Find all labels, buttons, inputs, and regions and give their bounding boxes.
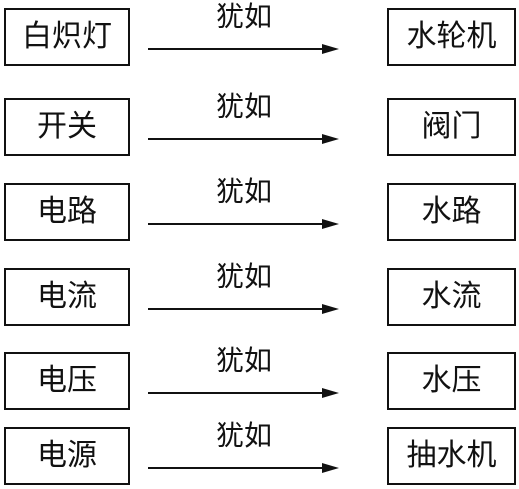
analogy-row-voltage: 电压 犹如 水压 (0, 347, 519, 414)
relation-label: 犹如 (215, 0, 272, 33)
target-box: 抽水机 (387, 427, 516, 485)
source-box: 电流 (4, 268, 130, 326)
target-label: 水流 (421, 279, 482, 314)
target-label: 水压 (421, 363, 482, 398)
target-box: 水流 (387, 268, 516, 326)
target-box: 水轮机 (387, 8, 516, 66)
target-label: 水轮机 (406, 19, 497, 54)
analogy-row-current: 电流 犹如 水流 (0, 263, 519, 330)
source-label: 开关 (37, 109, 97, 144)
right-arrow-icon (148, 388, 339, 398)
source-box: 电源 (4, 427, 130, 485)
analogy-row-circuit: 电路 犹如 水路 (0, 178, 519, 245)
source-box: 电压 (4, 352, 130, 410)
analogy-row-incandescent-lamp: 白炽灯 犹如 水轮机 (0, 3, 519, 70)
target-box: 水压 (387, 352, 516, 410)
source-label: 白炽灯 (22, 19, 112, 54)
source-label: 电流 (37, 279, 97, 314)
target-label: 水路 (421, 194, 482, 229)
target-label: 抽水机 (406, 438, 497, 473)
relation-label: 犹如 (215, 175, 272, 208)
analogy-row-switch: 开关 犹如 阀门 (0, 93, 519, 160)
right-arrow-icon (148, 134, 339, 144)
right-arrow-icon (148, 304, 339, 314)
analogy-row-power-source: 电源 犹如 抽水机 (0, 422, 519, 489)
source-label: 电源 (37, 438, 97, 473)
relation-label: 犹如 (215, 419, 272, 452)
target-label: 阀门 (421, 109, 482, 144)
target-box: 阀门 (387, 98, 516, 156)
source-label: 电路 (37, 194, 97, 229)
right-arrow-icon (148, 219, 339, 229)
relation-label: 犹如 (215, 344, 272, 377)
right-arrow-icon (148, 463, 339, 473)
relation-label: 犹如 (215, 260, 272, 293)
source-box: 电路 (4, 183, 130, 241)
source-box: 开关 (4, 98, 130, 156)
source-box: 白炽灯 (4, 8, 130, 66)
source-label: 电压 (37, 363, 97, 398)
relation-label: 犹如 (215, 90, 272, 123)
target-box: 水路 (387, 183, 516, 241)
right-arrow-icon (148, 44, 339, 54)
